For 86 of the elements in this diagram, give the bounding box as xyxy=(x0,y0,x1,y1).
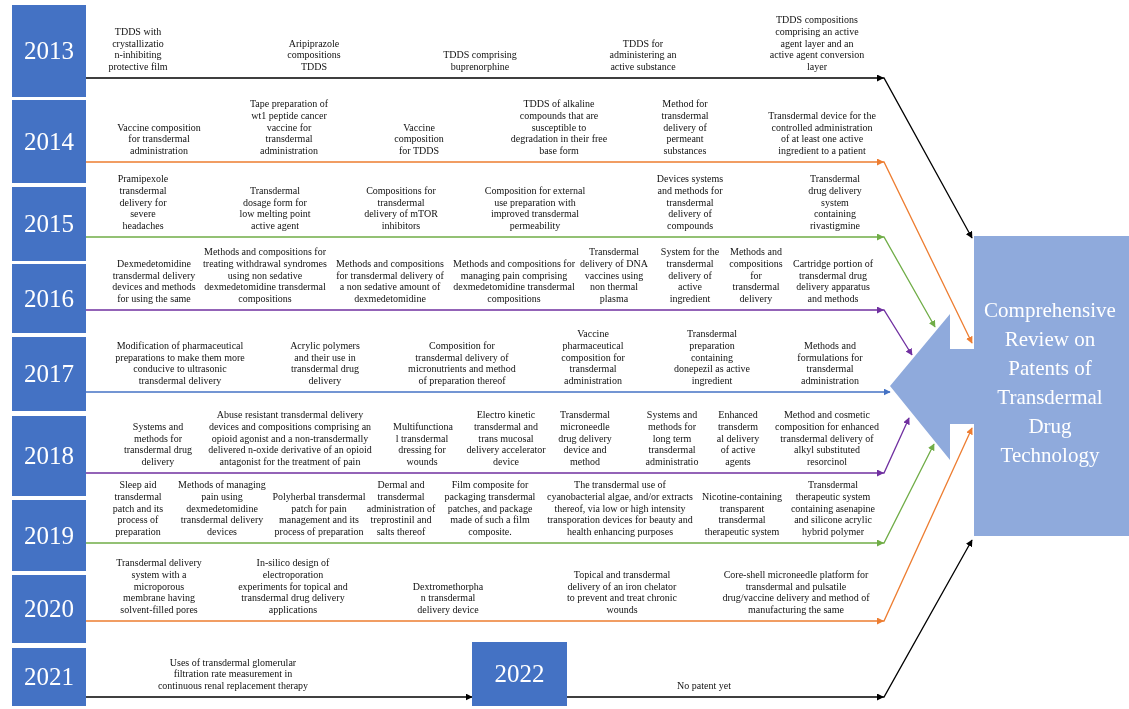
year-label: 2018 xyxy=(24,442,74,470)
patent-title: Multifunctiona l transdermal dressing for wounds xyxy=(393,420,451,468)
patent-title: TDDS for administering an active substance xyxy=(609,37,677,73)
patent-title: Transdermal delivery of DNA vaccines using non thermal plasma xyxy=(579,246,649,305)
patent-title: In-silico design of electroporation experiments for topical and transdermal drug delivery applications xyxy=(238,557,348,616)
year-box xyxy=(12,187,86,261)
year-label: 2016 xyxy=(24,284,74,313)
year-label: 2022 xyxy=(494,660,545,688)
patent-title: Transdermal microneedle drug delivery device and method xyxy=(557,409,613,468)
patent-title: TDDS of alkaline compounds that are susceptible to degradation in their free base form xyxy=(509,98,609,157)
patent-title: Systems and methods for transdermal drug delivery xyxy=(122,420,193,468)
year-box xyxy=(472,642,567,706)
patent-title: TDDS with crystallizatio n-inhibiting protective film xyxy=(107,25,169,73)
year-label: 2015 xyxy=(24,210,74,238)
patent-title: Topical and transdermal delivery of an iron chelator to prevent and treat chronic wounds xyxy=(566,568,678,616)
patent-title: Dermal and transdermal administration of treprostinil and salts thereof xyxy=(365,479,437,538)
year-box xyxy=(12,500,86,571)
patent-title: Transdermal dosage form for low melting point active agent xyxy=(239,184,311,232)
year-label: 2019 xyxy=(24,521,74,550)
year-box xyxy=(12,100,86,183)
patent-title: System for the transdermal delivery of active ingredient xyxy=(659,246,721,305)
review-title: Comprehensive Review on Patents of Transdermal Drug Technology xyxy=(983,297,1117,469)
patent-title: Pramipexole transdermal delivery for severe headaches xyxy=(116,173,170,232)
patent-title: Transdermal preparation containing donepezil as active ingredient xyxy=(672,328,752,387)
patent-title: Methods and formulations for transdermal administration xyxy=(796,339,864,387)
patent-title: Composition for external use preparation with improved transdermal permeability xyxy=(483,184,587,232)
patent-title: Sleep aid transdermal patch and its process of preparation xyxy=(111,479,165,538)
patent-title: Aripiprazole compositions TDDS xyxy=(286,37,342,73)
arrow-shape xyxy=(890,236,1129,536)
year-label: 2017 xyxy=(24,360,74,388)
arrow xyxy=(85,75,973,239)
year-label: 2014 xyxy=(24,127,74,156)
patent-title: TDDS comprising buprenorphine xyxy=(442,49,518,73)
patent-title: Composition for transdermal delivery of micronutrients and method of preparation thereof xyxy=(407,339,517,387)
patent-title: Film composite for packaging transdermal patches, and package made of such a film composite. xyxy=(443,479,537,538)
arrow xyxy=(85,417,910,477)
year-box xyxy=(12,575,86,643)
patent-title: Methods and compositions for treating withdrawal syndromes using non sedative dexmedetomidine transdermal compositions xyxy=(202,246,328,305)
patent-title: Core-shell microneedle platform for transdermal and pulsatile drug/vaccine delivery and method of manufacturing the same xyxy=(721,568,871,616)
patent-title: Uses of transdermal glomerular filtration rate measurement in continuous renal replacement therapy xyxy=(156,656,310,692)
year-box xyxy=(12,416,86,496)
patent-title: Methods and compositions for transdermal delivery of a non sedative amount of dexmedetomidine xyxy=(335,257,445,305)
arrow xyxy=(566,539,973,701)
patent-title: Devices systems and methods for transdermal delivery of compounds xyxy=(655,173,725,232)
patent-title: Nicotine-containing transparent transdermal therapeutic system xyxy=(701,490,783,538)
patent-title: Method and cosmetic composition for enhanced transdermal delivery of alkyl substituted resorcinol xyxy=(774,409,880,468)
arrow xyxy=(85,307,913,356)
year-label: 2013 xyxy=(24,37,74,65)
patent-title: No patent yet xyxy=(676,680,732,692)
patent-title: Dexmedetomidine transdermal delivery devices and methods for using the same xyxy=(111,257,197,305)
patent-title: Method for transdermal delivery of permeant substances xyxy=(660,98,710,157)
arrow xyxy=(85,159,973,344)
patent-title: Abuse resistant transdermal delivery devices and compositions comprising an opioid agonist and a non-transdermally delivered n-oxide derivative of an opioid antagonist for the treatment of pain xyxy=(207,409,373,468)
patent-title: Dextromethorpha n transdermal delivery device xyxy=(411,580,485,616)
patent-title: Acrylic polymers and their use in transdermal drug delivery xyxy=(289,339,361,387)
patent-title: The transdermal use of cyanobacterial algae, and/or extracts thereof, via low or high intensity transporation devices for beauty and health enhancing purposes xyxy=(546,479,694,538)
year-label: 2021 xyxy=(24,663,74,691)
patent-title: Methods and compositions for managing pain comprising dexmedetomidine transdermal compositions xyxy=(452,257,576,305)
patent-title: Transdermal device for the controlled administration of at least one active ingredient to a patient xyxy=(768,109,876,157)
arrow xyxy=(85,234,936,328)
patent-title: Transdermal therapeutic system containing asenapine and silicone acrylic hybrid polymer xyxy=(789,479,877,538)
year-box xyxy=(12,648,86,706)
patent-title: TDDS compositions comprising an active agent layer and an active agent conversion layer xyxy=(769,14,865,73)
patent-title: Enhanced transderm al delivery of active agents xyxy=(715,409,761,468)
patent-title: Transdermal delivery system with a microporous membrane having solvent-filled pores xyxy=(115,557,203,616)
patent-title: Methods of managing pain using dexmedetomidine transdermal delivery devices xyxy=(177,479,267,538)
patent-title: Vaccine pharmaceutical composition for transdermal administration xyxy=(560,328,626,387)
patent-title: Transdermal drug delivery system containing rivastigmine xyxy=(807,173,863,232)
patent-title: Cartridge portion of transdermal drug delivery apparatus and methods xyxy=(793,257,873,305)
arrow xyxy=(85,389,891,396)
patent-title: Polyherbal transdermal patch for pain management and its process of preparation xyxy=(271,490,367,538)
year-label: 2020 xyxy=(24,595,74,623)
year-box xyxy=(12,5,86,97)
arrow xyxy=(85,694,473,701)
year-box xyxy=(12,337,86,411)
patent-title: Electro kinetic transdermal and trans mucosal delivery accelerator device xyxy=(465,409,547,468)
patent-title: Modification of pharmaceutical preparations to make them more conducive to ultrasonic transdermal delivery xyxy=(114,339,246,387)
patent-title: Vaccine composition for transdermal administration xyxy=(116,121,202,157)
patent-title: Methods and compositions for transdermal delivery xyxy=(728,246,784,305)
patent-title: Tape preparation of wt1 peptide cancer vaccine for transdermal administration xyxy=(248,98,330,157)
arrow xyxy=(85,427,973,625)
patent-title: Compositions for transdermal delivery of mTOR inhibitors xyxy=(363,184,439,232)
year-box xyxy=(12,264,86,333)
arrow xyxy=(85,443,935,547)
patent-title: Vaccine composition for TDDS xyxy=(393,121,445,157)
patent-title: Systems and methods for long term transdermal administratio xyxy=(644,409,700,468)
